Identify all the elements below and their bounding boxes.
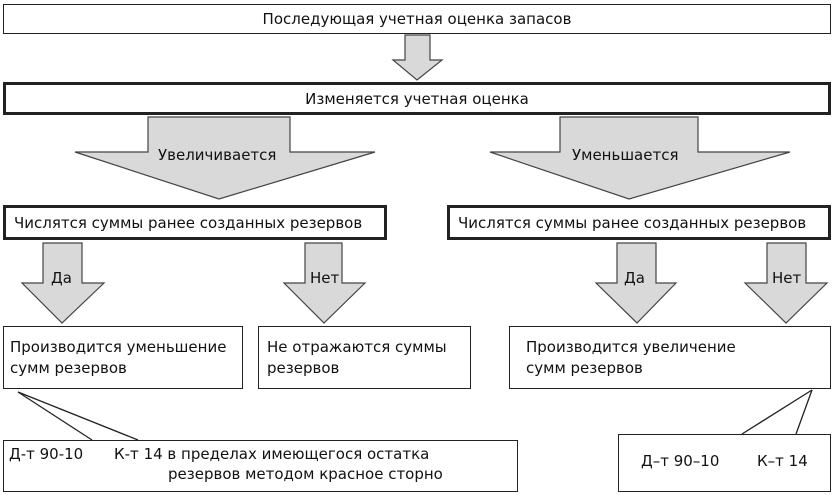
- title-box: Последующая учетная оценка запасов: [3, 4, 831, 34]
- left-yes-result-box: Производится уменьшение сумм резервов: [3, 326, 243, 389]
- left-entry-debit: Д-т 90-10: [9, 445, 84, 463]
- callout-left-b: [17, 391, 139, 441]
- arrow-right-yes: [594, 242, 678, 324]
- right-entry-debit: Д–т 90–10: [641, 452, 720, 470]
- label-right-no: Нет: [772, 269, 802, 287]
- right-entry-credit: К–т 14: [757, 452, 808, 470]
- left-no-result-line2: резервов: [267, 359, 340, 377]
- left-entry-credit-cont: резервов методом красное сторно: [168, 465, 443, 483]
- left-question-text: Числятся суммы ранее созданных резервов: [14, 214, 363, 232]
- arrow-decrease: [489, 116, 791, 200]
- arrow-left-no: [282, 242, 367, 324]
- label-right-yes: Да: [624, 269, 645, 287]
- left-no-result-line1: Не отражаются суммы: [267, 338, 447, 356]
- arrow-increase: [74, 116, 376, 200]
- right-yes-result-box: Производится увеличение сумм резервов: [509, 326, 831, 389]
- callout-left-a: [17, 391, 93, 441]
- right-entry-box: Д–т 90–10 К–т 14: [618, 434, 831, 492]
- arrow-left-yes: [20, 242, 106, 324]
- right-question-text: Числятся суммы ранее созданных резервов: [458, 214, 807, 232]
- right-question-box: Числятся суммы ранее созданных резервов: [447, 205, 831, 240]
- callout-right-b: [795, 389, 813, 435]
- label-decrease: Уменьшается: [572, 146, 679, 164]
- estimate-text: Изменяется учетная оценка: [305, 90, 529, 108]
- title-text: Последующая учетная оценка запасов: [262, 10, 572, 28]
- left-entry-credit: К-т 14 в пределах имеющегося остатка: [114, 445, 430, 463]
- left-yes-result-line1: Производится уменьшение: [10, 338, 227, 356]
- right-yes-result-line2: сумм резервов: [526, 359, 643, 377]
- left-no-result-box: Не отражаются суммы резервов: [258, 326, 471, 389]
- arrow-right-no: [743, 242, 829, 324]
- arrow-down-1: [391, 34, 444, 81]
- label-increase: Увеличивается: [158, 146, 277, 164]
- left-question-box: Числятся суммы ранее созданных резервов: [3, 205, 387, 240]
- estimate-box: Изменяется учетная оценка: [3, 82, 831, 115]
- right-yes-result-line1: Производится увеличение: [526, 338, 736, 356]
- left-yes-result-line2: сумм резервов: [10, 359, 127, 377]
- left-entry-box: Д-т 90-10 К-т 14 в пределах имеющегося о…: [3, 440, 518, 492]
- label-left-yes: Да: [51, 269, 72, 287]
- label-left-no: Нет: [310, 269, 340, 287]
- callout-right-a: [741, 389, 813, 435]
